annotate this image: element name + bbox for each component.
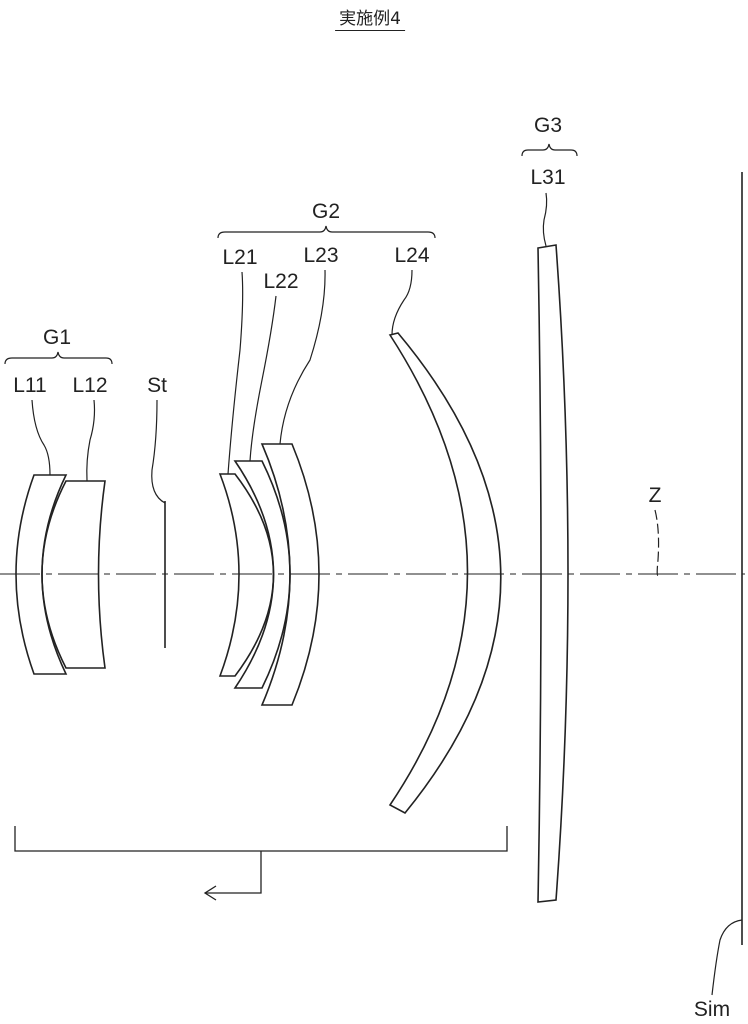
label-sim: Sim [693,998,731,1021]
brace-g1 [4,351,113,365]
lens-l23 [260,443,320,706]
label-z: Z [648,484,662,507]
label-st: St [147,374,167,397]
label-l24: L24 [394,244,430,267]
label-l23: L23 [303,244,339,267]
label-g2: G2 [311,200,341,223]
brace-g2 [217,225,436,239]
lens-l31 [537,244,569,903]
lens-l24 [388,332,502,815]
focus-group-bracket [14,826,508,894]
label-g3: G3 [533,114,563,137]
label-l11: L11 [13,374,47,397]
lens-l21 [218,473,275,677]
label-l31: L31 [530,166,566,189]
label-g1: G1 [42,326,72,349]
lens-l12 [41,480,106,669]
label-l12: L12 [72,374,108,397]
brace-g3 [521,143,578,157]
arrow-left-icon [203,885,217,901]
figure-title: 実施例4 [335,4,405,31]
label-l22: L22 [263,270,299,293]
lens-l22 [233,460,291,689]
label-l21: L21 [222,246,258,269]
